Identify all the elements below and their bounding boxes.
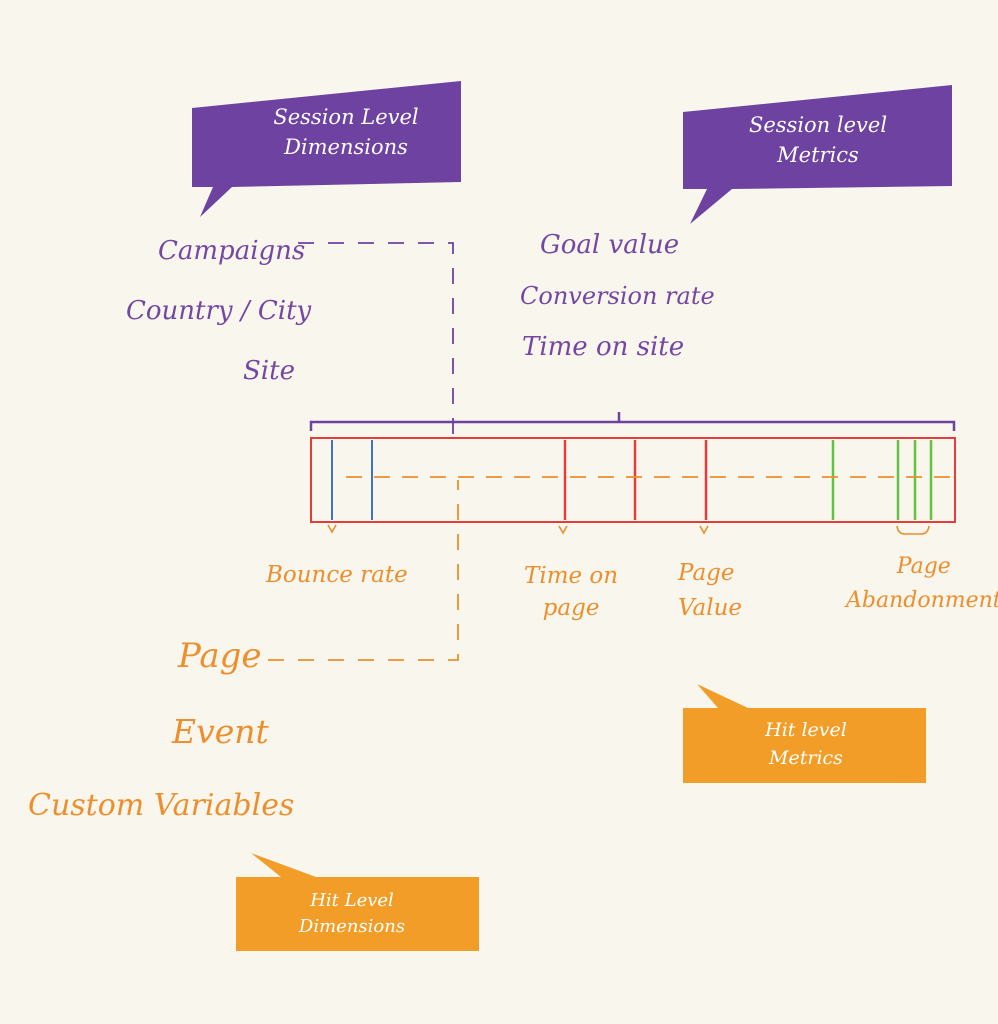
hit-metrics-callout-line2: Metrics (769, 746, 843, 769)
page-abandonment-label: Page Abandonment (846, 550, 998, 618)
bounce-rate-tick (327, 524, 337, 534)
session-bracket (309, 412, 956, 431)
conversion-rate-label: Conversion rate (520, 282, 715, 310)
campaigns-connector (298, 242, 454, 438)
hit-dimensions-callout-text: Hit Level Dimensions (252, 888, 452, 940)
session-dimensions-callout-line2: Dimensions (284, 135, 408, 160)
page-value-line2: Value (678, 594, 742, 621)
page-value-label: Page Value (678, 556, 742, 625)
session-metrics-callout-line1: Session level (748, 113, 888, 137)
session-dimensions-callout-line1: Session Level (273, 105, 419, 129)
time-on-page-line2: page (542, 595, 600, 622)
page-abandonment-line1: Page (896, 554, 951, 579)
custom-variables-label: Custom Variables (28, 788, 295, 823)
session-metrics-callout (683, 85, 952, 224)
session-dimensions-callout (192, 81, 461, 217)
goal-value-label: Goal value (540, 230, 680, 260)
country-city-label: Country / City (126, 296, 312, 326)
campaigns-label: Campaigns (158, 236, 306, 266)
hit-metrics-callout-line1: Hit level (765, 719, 847, 741)
page-value-line1: Page (678, 560, 735, 586)
session-dimensions-callout-text: Session Level Dimensions (246, 102, 446, 163)
hit-dimensions-callout (236, 853, 479, 951)
page-value-tick (699, 525, 709, 535)
bounce-rate-label: Bounce rate (266, 562, 408, 588)
hit-metrics-callout (683, 684, 926, 783)
hit-metrics-callout-text: Hit level Metrics (706, 717, 906, 772)
event-label: Event (172, 712, 269, 751)
session-metrics-callout-text: Session level Metrics (718, 110, 918, 171)
page-abandonment-brace (896, 525, 930, 535)
page-label: Page (178, 636, 262, 676)
time-on-page-label: Time on page (524, 560, 618, 624)
hit-dimensions-callout-line2: Dimensions (298, 916, 406, 938)
hit-dimensions-callout-line1: Hit Level (310, 890, 394, 911)
site-label: Site (243, 356, 295, 386)
time-on-page-line1: Time on (524, 563, 619, 589)
time-on-page-tick (558, 525, 568, 535)
page-abandonment-line2: Abandonment (846, 588, 998, 614)
page-connector (268, 480, 459, 661)
session-timeline-box (310, 437, 956, 523)
session-metrics-callout-line2: Metrics (777, 143, 859, 168)
time-on-site-label: Time on site (522, 332, 685, 362)
